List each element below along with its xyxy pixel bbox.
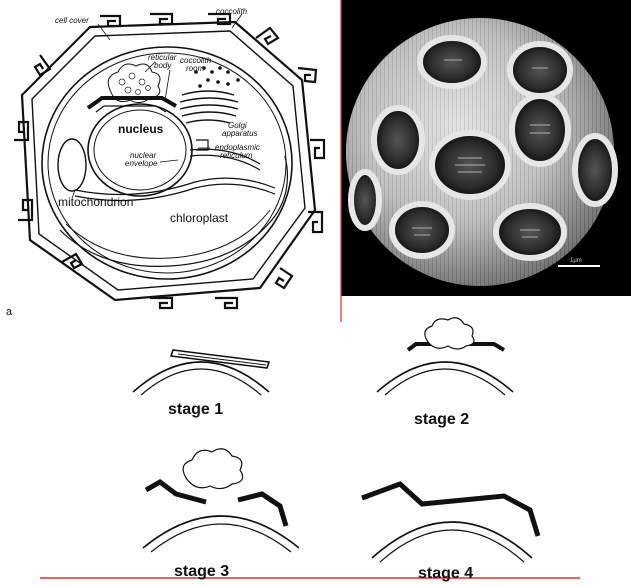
- stage-4-label: stage 4: [418, 565, 473, 582]
- stage-2-label: stage 2: [414, 411, 469, 428]
- stage-3-diagram: [143, 449, 299, 552]
- scale-bar-label: 1μm: [570, 258, 582, 264]
- label-cell-cover: cell cover: [55, 16, 89, 25]
- golgi-apparatus-shape: [180, 91, 238, 123]
- cell-diagram: cell cover coccolith reticular body cocc…: [6, 7, 324, 318]
- label-envelope: envelope: [125, 159, 158, 168]
- label-reticular-body-2: body: [154, 61, 172, 70]
- stage-4-diagram: [362, 484, 538, 562]
- label-chloroplast: chloroplast: [170, 211, 229, 225]
- nucleus-shape: [88, 104, 192, 196]
- label-coccolith-room-2: room: [186, 64, 205, 73]
- label-mitochondrion: mitochondrion: [58, 195, 133, 209]
- sem-micrograph: 1μm: [341, 0, 631, 296]
- label-apparatus: apparatus: [222, 129, 258, 138]
- mitochondrion-shape: [58, 139, 86, 191]
- label-reticulum: reticulum: [220, 151, 253, 160]
- stage-3-label: stage 3: [174, 563, 229, 580]
- stage-2-diagram: [377, 318, 513, 395]
- stage-1-label: stage 1: [168, 401, 223, 418]
- stage-1-diagram: [133, 350, 269, 395]
- label-coccolith: coccolith: [216, 7, 248, 16]
- label-nucleus: nucleus: [118, 122, 164, 136]
- panel-letter: a: [6, 306, 13, 318]
- cell-membrane: [42, 47, 292, 279]
